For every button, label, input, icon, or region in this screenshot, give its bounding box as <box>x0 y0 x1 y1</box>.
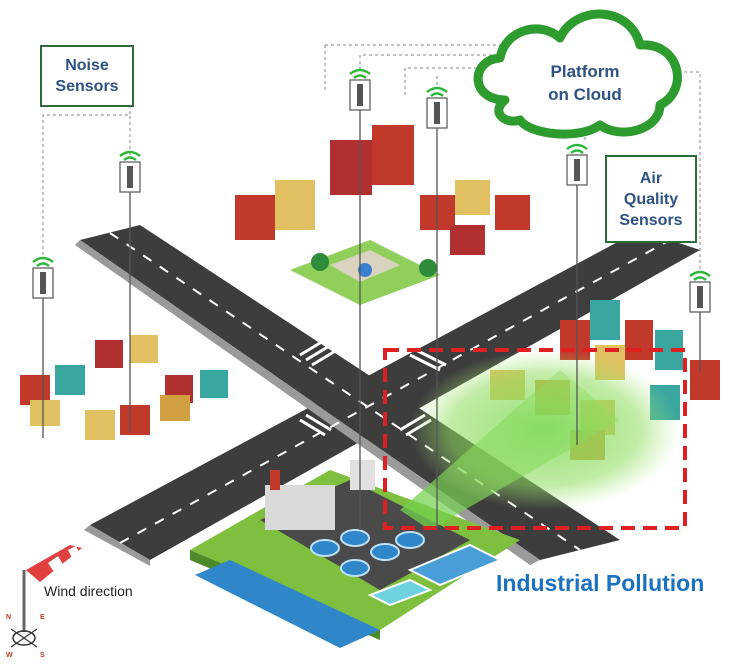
cloud-label-line2: on Cloud <box>548 85 622 104</box>
compass-south: S <box>40 652 45 659</box>
sensor-noise-2 <box>119 150 141 432</box>
sensor-noise-1 <box>32 256 54 438</box>
sensors <box>32 68 711 530</box>
cloud-label-line1: Platform <box>550 62 620 81</box>
wind-sock-icon <box>22 545 82 632</box>
air-quality-sensors-label: Air Quality Sensors <box>605 155 697 243</box>
houses-top <box>235 125 530 255</box>
noise-sensors-label: Noise Sensors <box>40 45 134 107</box>
pollution-plume <box>410 350 680 510</box>
pollution-zone <box>383 348 687 530</box>
park <box>290 240 440 305</box>
industrial-plant <box>190 460 520 648</box>
air-label-line2: Quality <box>623 190 679 208</box>
air-label-line1: Air <box>639 169 663 187</box>
houses-left <box>20 335 228 440</box>
compass-west: W <box>6 652 13 659</box>
wind-direction-label: Wind direction <box>44 583 133 599</box>
noise-label-line1: Noise <box>65 57 109 74</box>
sensor-air-2 <box>566 143 588 445</box>
compass-north: N <box>6 614 12 621</box>
compass-east: E <box>40 614 45 621</box>
industrial-pollution-label: Industrial Pollution <box>496 570 705 596</box>
air-label-line3: Sensors <box>619 211 683 229</box>
sensor-air-1 <box>426 86 448 528</box>
sensor-noise-3 <box>349 68 371 530</box>
sensor-air-3 <box>689 270 711 372</box>
cloud-icon <box>473 9 682 139</box>
cloud-platform-label: Platform on Cloud <box>520 60 650 106</box>
compass-icon <box>10 628 38 648</box>
noise-label-line2: Sensors <box>55 78 119 95</box>
